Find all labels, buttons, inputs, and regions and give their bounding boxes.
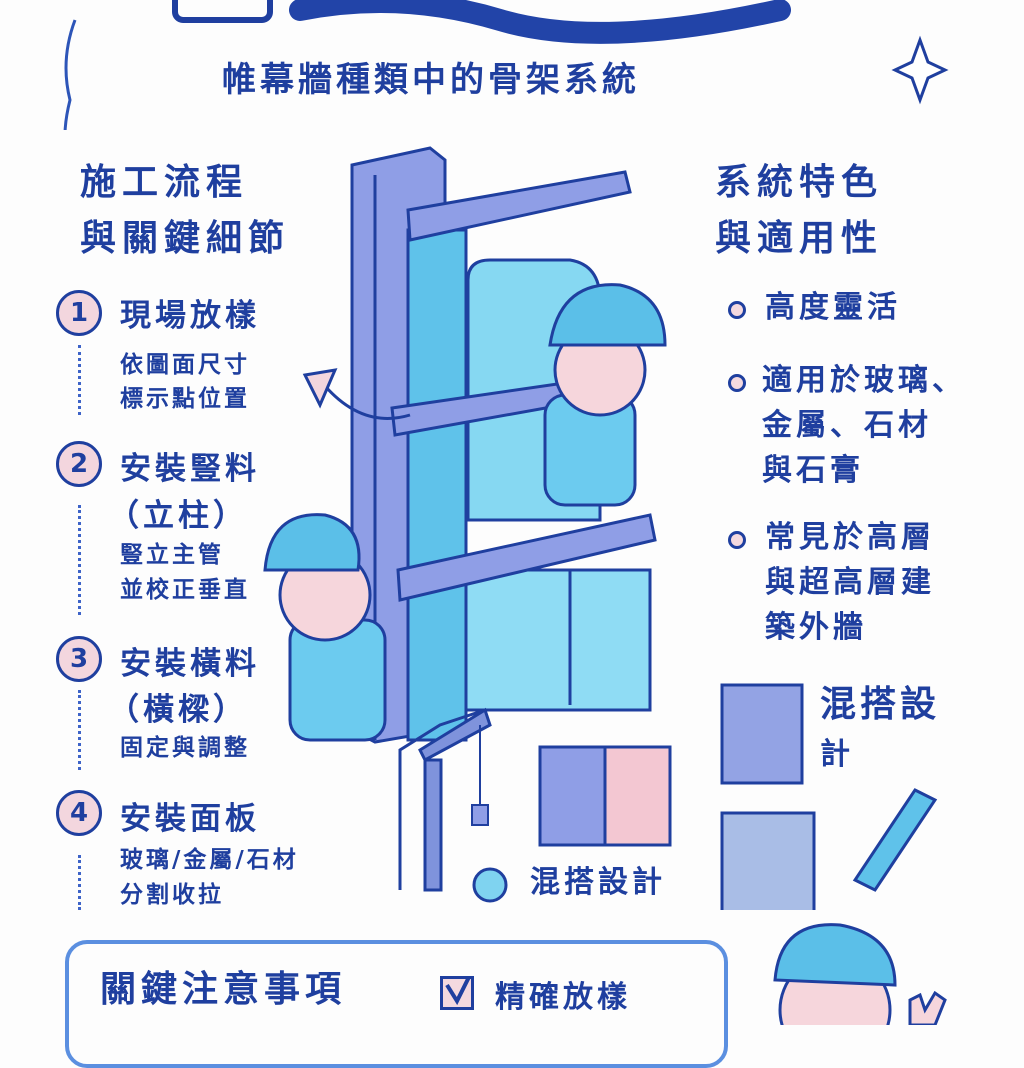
bullet-icon bbox=[728, 531, 746, 549]
checklist-item-label: 精確放樣 bbox=[495, 980, 631, 1015]
worker-lower bbox=[263, 513, 387, 742]
checkbox-checked-icon[interactable] bbox=[440, 976, 474, 1010]
step-connector bbox=[78, 855, 81, 910]
metal-panel-swatch bbox=[720, 683, 804, 785]
subtitle: 帷幕牆種類中的骨架系統 bbox=[222, 60, 640, 100]
mix-design-center-label: 混搭設計 bbox=[530, 865, 666, 900]
glass-panel-lower bbox=[448, 568, 652, 712]
metal-swatch bbox=[538, 745, 612, 847]
ruler-icon bbox=[852, 788, 938, 892]
feature-1-line1: 高度靈活 bbox=[765, 290, 901, 325]
step-4-title: 安裝面板 bbox=[120, 801, 260, 837]
worker-waving-illustration bbox=[773, 923, 947, 1025]
process-heading-line2: 與關鍵細節 bbox=[80, 218, 291, 259]
hard-hat-icon bbox=[263, 513, 361, 572]
step-connector bbox=[78, 505, 81, 615]
glass-panel-swatch bbox=[720, 811, 816, 910]
feature-3-line3: 築外牆 bbox=[765, 610, 867, 645]
step-1-number: 1 bbox=[56, 290, 102, 336]
swirl-decoration bbox=[63, 19, 77, 130]
features-heading-line2: 與適用性 bbox=[715, 218, 884, 259]
inner-post bbox=[406, 228, 468, 742]
curtain-wall-illustration bbox=[263, 146, 667, 744]
sparkle-icon bbox=[891, 35, 949, 105]
materials-illustration bbox=[398, 683, 938, 910]
step-2-number: 2 bbox=[56, 441, 102, 487]
header-decoration bbox=[63, 0, 949, 130]
feature-2-line1: 適用於玻璃、 bbox=[762, 363, 966, 398]
step-1-desc-line1: 依圖面尺寸 bbox=[120, 352, 250, 378]
feature-2-line2: 金屬、石材 bbox=[762, 408, 932, 443]
feature-2-line3: 與石膏 bbox=[762, 453, 864, 488]
arrow-icon bbox=[318, 379, 411, 420]
step-2-desc-line2: 並校正垂直 bbox=[120, 577, 250, 603]
stone-swatch bbox=[603, 745, 672, 847]
step-4-number: 4 bbox=[56, 790, 102, 836]
arrowhead-icon bbox=[302, 368, 338, 409]
mix-design-label-line2: 計 bbox=[820, 737, 854, 772]
step-4-desc-line2: 分割收拉 bbox=[120, 882, 224, 908]
process-heading-line1: 施工流程 bbox=[80, 162, 249, 203]
feature-3-line2: 與超高層建 bbox=[765, 565, 935, 600]
step-2-desc-line1: 豎立主管 bbox=[120, 542, 224, 568]
title-brush-stroke bbox=[289, 0, 791, 44]
key-notes-heading: 關鍵注意事項 bbox=[100, 969, 347, 1010]
hard-hat-icon bbox=[548, 283, 667, 347]
transom-top bbox=[406, 170, 632, 242]
features-heading-line1: 系統特色 bbox=[715, 162, 884, 203]
step-2-title: 安裝豎料 bbox=[120, 451, 260, 487]
crane-icon bbox=[398, 707, 492, 892]
worker-upper bbox=[543, 283, 667, 507]
transom-lower bbox=[396, 513, 657, 602]
step-1-title: 現場放樣 bbox=[120, 298, 260, 334]
step-connector bbox=[78, 690, 81, 770]
bullet-icon bbox=[728, 374, 746, 392]
step-4-desc-line1: 玻璃/金屬/石材 bbox=[120, 847, 299, 873]
mix-design-label-line1: 混搭設 bbox=[820, 684, 941, 725]
rotate-icon bbox=[472, 867, 508, 903]
step-1-desc-line2: 標示點位置 bbox=[120, 386, 250, 412]
waving-hand-icon bbox=[908, 990, 947, 1025]
step-3-title-sub: （橫樑） bbox=[108, 692, 248, 728]
bullet-icon bbox=[728, 301, 746, 319]
title-badge-icon bbox=[172, 0, 273, 23]
step-connector bbox=[78, 345, 81, 415]
step-2-title-sub: （立柱） bbox=[108, 498, 248, 534]
hard-hat-icon bbox=[773, 923, 897, 987]
step-3-desc-line1: 固定與調整 bbox=[120, 735, 250, 761]
feature-3-line1: 常見於高層 bbox=[765, 520, 935, 555]
step-3-number: 3 bbox=[56, 636, 102, 682]
step-3-title: 安裝橫料 bbox=[120, 646, 260, 682]
